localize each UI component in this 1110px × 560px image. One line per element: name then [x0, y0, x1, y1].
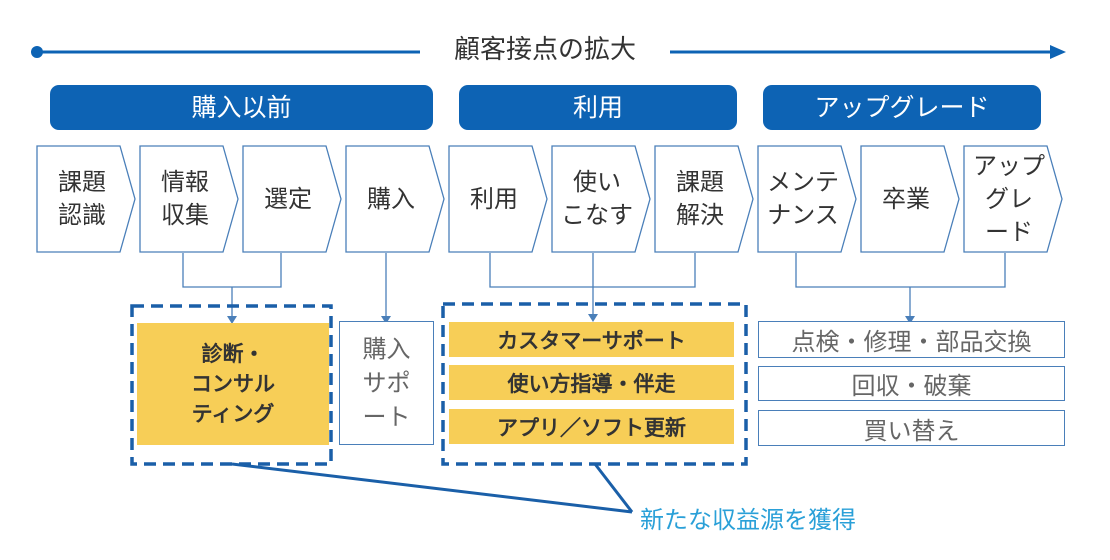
connector-arrowheads — [227, 314, 915, 324]
dashed-frame-consulting — [130, 304, 333, 466]
connector-upgrade — [795, 253, 1006, 288]
step-chevron-8 — [757, 145, 857, 253]
step-chevron-7 — [654, 145, 754, 253]
step-line: 卒業 — [882, 184, 930, 213]
callout-line-left — [231, 462, 633, 514]
service-app-update: アプリ／ソフト更新 — [449, 409, 734, 444]
service-usage-coaching: 使い方指導・伴走 — [449, 365, 734, 400]
service-line: 購入 — [362, 335, 411, 363]
step-upgrade: アップ グレ ード — [964, 146, 1054, 252]
step-chevron-9 — [860, 145, 960, 253]
service-line: コンサル — [191, 372, 275, 396]
new-revenue-label: 新たな収益源を獲得 — [640, 506, 856, 534]
step-line: メンテ — [767, 168, 839, 196]
step-line: 選定 — [264, 184, 312, 213]
service-line: 診断・ — [201, 342, 265, 366]
step-problem-recognition: 課題 認識 — [37, 146, 127, 252]
step-graduation: 卒業 — [861, 146, 951, 252]
arrowhead-upgrade — [905, 316, 915, 324]
step-line: ード — [985, 217, 1033, 246]
step-line: グレ — [985, 184, 1033, 213]
step-line: 情報 — [161, 168, 209, 196]
step-line: 使い — [573, 168, 621, 196]
service-collection-disposal: 回収・破棄 — [758, 366, 1065, 401]
callout-line-right — [593, 463, 634, 513]
step-line: 購入 — [367, 184, 415, 213]
step-selection: 選定 — [243, 146, 333, 252]
phase-prepurchase: 購入以前 — [50, 85, 433, 130]
service-line: サポ — [362, 369, 411, 397]
step-chevron-10 — [963, 145, 1063, 253]
step-purchase: 購入 — [346, 146, 436, 252]
step-use: 利用 — [449, 146, 539, 252]
step-line: 収集 — [161, 201, 209, 229]
step-line: 認識 — [58, 201, 106, 229]
step-maintenance: メンテ ナンス — [758, 146, 848, 252]
step-problem-solving: 課題 解決 — [655, 146, 745, 252]
step-chevrons — [36, 145, 1063, 253]
step-chevron-5 — [448, 145, 548, 253]
arrowhead-consulting — [227, 316, 237, 324]
step-chevron-3 — [242, 145, 342, 253]
service-line: ティング — [191, 402, 275, 426]
step-information-gathering: 情報 収集 — [140, 146, 230, 252]
arrowhead-usage — [588, 314, 598, 322]
step-chevron-4 — [345, 145, 445, 253]
service-customer-support: カスタマーサポート — [449, 322, 734, 357]
step-chevron-1 — [36, 145, 136, 253]
service-purchase-support: 購入 サポ ート — [339, 321, 434, 445]
connectors — [182, 253, 1006, 317]
axis-arrowhead — [1050, 45, 1066, 59]
revenue-callout — [231, 462, 634, 514]
step-line: こなす — [561, 201, 633, 229]
step-chevron-6 — [551, 145, 651, 253]
step-line: 利用 — [470, 184, 518, 213]
step-line: アップ — [973, 151, 1045, 180]
phase-usage: 利用 — [459, 85, 737, 130]
phase-upgrade: アップグレード — [763, 85, 1041, 130]
service-line: ート — [362, 403, 411, 431]
step-line: 解決 — [676, 201, 724, 229]
step-chevron-2 — [139, 145, 239, 253]
dashed-frame-usage — [441, 302, 748, 466]
service-replacement: 買い替え — [758, 410, 1065, 446]
service-consulting: 診断・ コンサル ティング — [137, 323, 329, 445]
step-line: 課題 — [58, 168, 106, 196]
step-master-usage: 使い こなす — [552, 146, 642, 252]
arrowhead-purchase — [381, 316, 391, 324]
axis-title: 顧客接点の拡大 — [420, 30, 670, 70]
connector-prepurchase — [182, 253, 282, 288]
service-inspection-repair: 点検・修理・部品交換 — [758, 321, 1065, 358]
step-line: 課題 — [676, 168, 724, 196]
step-line: ナンス — [767, 201, 839, 229]
